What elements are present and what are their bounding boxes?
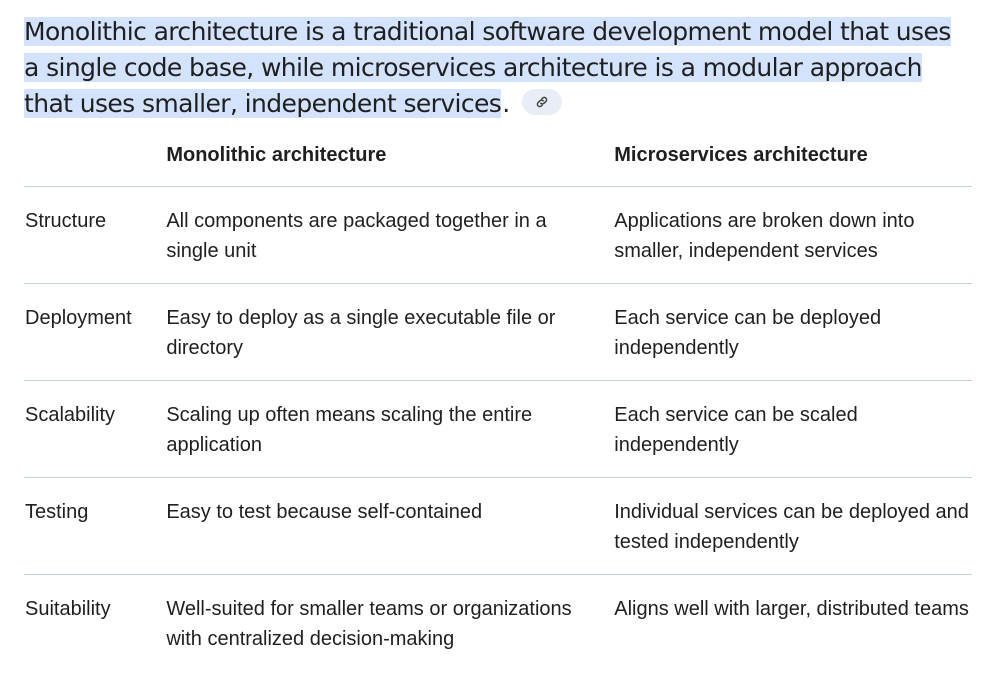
row-microservices: Each service can be deployed independent… (614, 283, 972, 381)
table-row: Testing Easy to test because self-contai… (24, 477, 972, 575)
row-monolithic: Easy to deploy as a single executable fi… (166, 283, 615, 381)
link-icon (536, 96, 547, 108)
row-monolithic: Scaling up often means scaling the entir… (166, 380, 615, 478)
comparison-table: Monolithic architecture Microservices ar… (24, 136, 972, 671)
table-header-row: Monolithic architecture Microservices ar… (24, 136, 972, 187)
table-row: Scalability Scaling up often means scali… (24, 380, 972, 478)
row-feature: Suitability (25, 598, 111, 620)
row-feature: Scalability (24, 380, 167, 478)
row-monolithic: Well-suited for smaller teams or organiz… (166, 598, 572, 650)
row-feature: Testing (24, 477, 167, 575)
summary-period: . (502, 89, 510, 118)
highlighted-summary: Monolithic architecture is a traditional… (24, 17, 951, 118)
source-link-chip[interactable] (521, 89, 562, 115)
header-monolithic: Monolithic architecture (166, 136, 615, 187)
row-feature: Structure (24, 186, 167, 284)
row-microservices: Each service can be scaled independently (614, 380, 972, 478)
header-feature (24, 136, 167, 187)
row-monolithic: All components are packaged together in … (166, 186, 615, 284)
row-microservices: Aligns well with larger, distributed tea… (614, 598, 969, 620)
row-monolithic: Easy to test because self-contained (166, 477, 615, 575)
summary-text: Monolithic architecture is a traditional… (24, 14, 954, 122)
header-microservices: Microservices architecture (614, 136, 972, 187)
row-microservices: Individual services can be deployed and … (614, 477, 972, 575)
table-row: Structure All components are packaged to… (24, 186, 972, 284)
row-microservices: Applications are broken down into smalle… (614, 186, 972, 284)
table-row: Suitability Well-suited for smaller team… (24, 575, 972, 672)
table-row: Deployment Easy to deploy as a single ex… (24, 283, 972, 381)
row-feature: Deployment (24, 283, 167, 381)
